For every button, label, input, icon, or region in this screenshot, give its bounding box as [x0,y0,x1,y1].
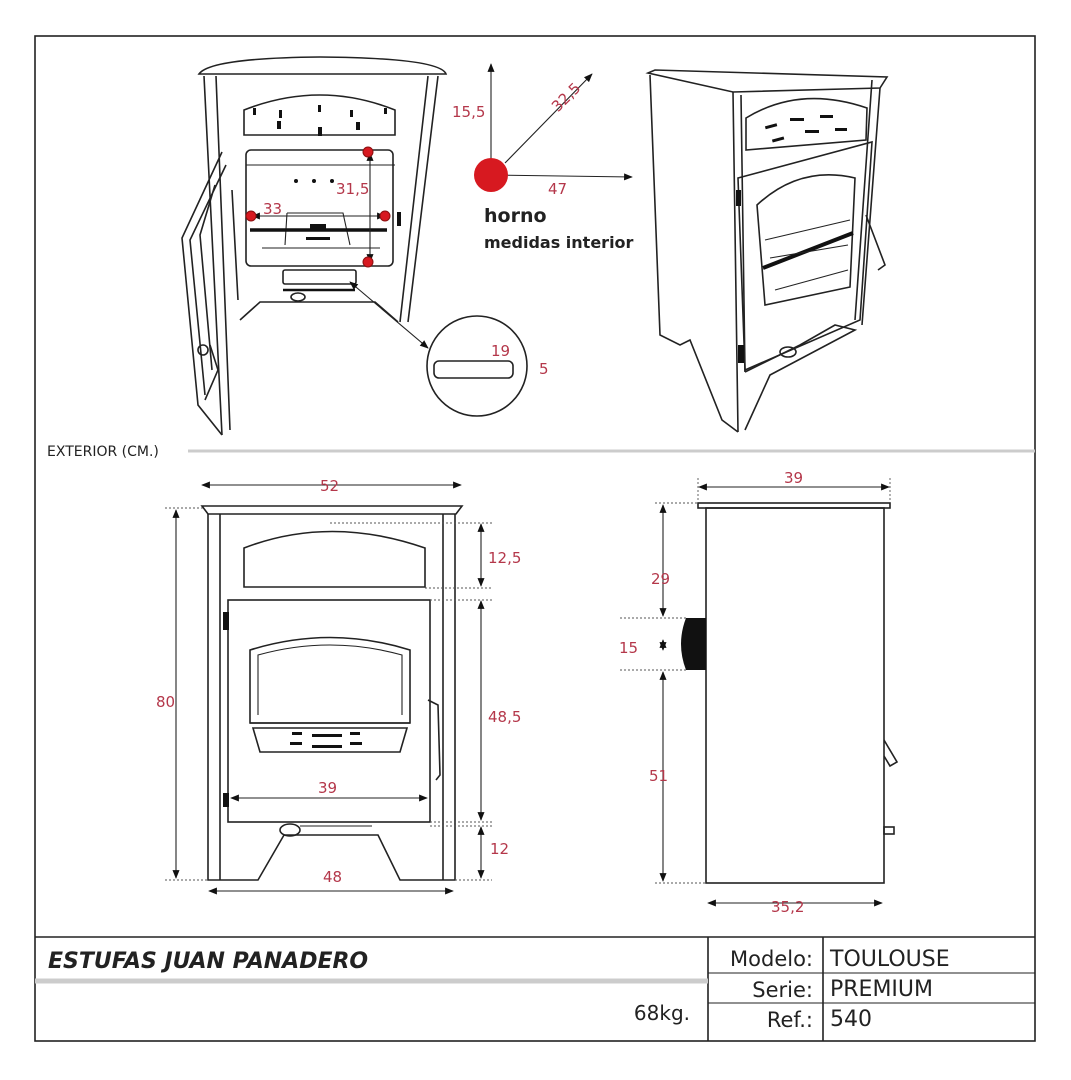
weight-value: 68kg. [634,1001,690,1025]
brand-name: ESTUFAS JUAN PANADERO [48,949,368,974]
stove-perspective-view [645,69,889,433]
door-width-label: 39 [318,779,337,797]
oven-inner-height-label: 31,5 [336,180,369,198]
drawing-frame [34,35,1036,1042]
base-width-label: 48 [323,868,342,886]
oven-height-front-label: 12,5 [488,549,521,567]
flue-pipe [681,618,706,670]
slot-detail-circle [426,315,528,417]
top-width-label: 52 [320,477,339,495]
oven-axes-diagram: 15,5 32,5 47 horno medidas interior [452,63,634,252]
ref-value: 540 [830,1007,872,1032]
series-value: PREMIUM [830,977,933,1002]
ref-label: Ref.: [767,1008,813,1032]
front-view: 52 80 12,5 48,5 12 39 48 [156,477,521,895]
title-block: ESTUFAS JUAN PANADERO 68kg. Modelo: TOUL… [35,936,1035,1041]
section-label: EXTERIOR (CM.) [47,444,159,460]
stove-open-door-view: 31,5 33 19 5 [181,56,549,436]
model-value: TOULOUSE [829,947,950,972]
oven-marker-icon [474,158,508,192]
flue-above-label: 29 [651,570,670,588]
series-label: Serie: [752,978,813,1002]
flue-below-label: 51 [649,767,668,785]
top-depth-label: 39 [784,469,803,487]
total-height-label: 80 [156,693,175,711]
door-height-label: 48,5 [488,708,521,726]
flue-diameter-label: 15 [619,639,638,657]
side-view: 39 29 15 51 35,2 [619,469,899,916]
oven-width-label: 47 [548,180,567,198]
oven-inner-width-label: 33 [263,200,282,218]
oven-depth-label: 32,5 [548,79,584,115]
base-height-label: 12 [490,840,509,858]
oven-height-label: 15,5 [452,103,485,121]
body-depth-label: 35,2 [771,898,804,916]
slot-height-label: 5 [539,360,549,378]
oven-subtitle: medidas interior [484,233,634,252]
oven-title: horno [484,205,547,227]
slot-width-label: 19 [491,342,510,360]
model-label: Modelo: [730,947,813,971]
